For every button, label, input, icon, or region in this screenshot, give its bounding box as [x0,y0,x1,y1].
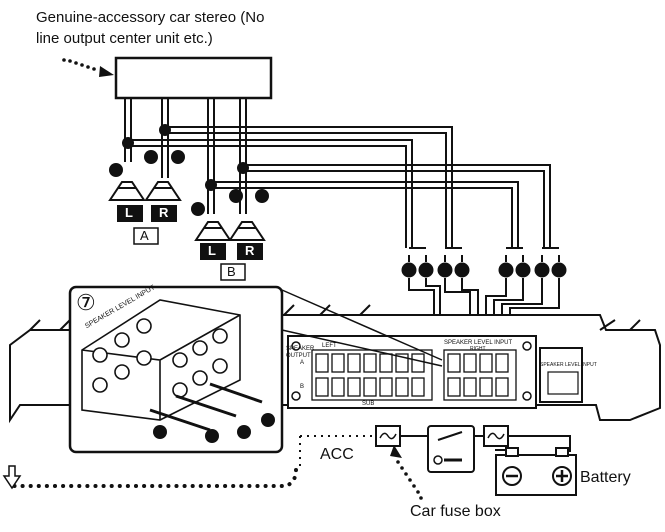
fuse-line [375,425,571,473]
sub-label: SUB [362,401,375,407]
acc-arrow [2,465,22,490]
amp-screw-3 [522,341,532,351]
channel-a-label: A [300,360,305,366]
badge-a-right: R [159,205,169,220]
fuse-box-pointer [390,445,423,500]
speaker-wires [124,98,551,248]
fuse-box-label: Car fuse box [410,503,501,520]
amp-side-connector [547,371,579,395]
battery-terminals [502,466,572,486]
side-input-label: SPEAKER LEVEL INPUT [540,362,597,368]
badge-b-left: L [208,243,216,258]
speaker-a-left [108,181,146,201]
inset-panel [68,285,284,454]
speaker-a-right [144,181,182,201]
amp-screw-1 [291,341,301,351]
wire-junctions [122,124,249,191]
inset-step-number: ⑦ [76,290,96,315]
speaker-b-left [194,221,232,241]
channel-b-label: B [300,384,305,390]
acc-line [8,435,376,488]
battery-ground [495,449,507,455]
amp-terminal-left [311,349,433,401]
group-b-label: B [227,264,236,279]
speaker-polarity-marks [109,150,269,216]
speaker-level-input-label: SPEAKER LEVEL INPUT [444,340,513,346]
acc-label: ACC [320,446,354,463]
badge-a-left: L [125,205,133,220]
group-a-label: A [140,228,149,243]
left-channel-label: LEFT [322,343,337,349]
amp-terminal-right [443,349,517,401]
caption-rest: (No [240,9,265,26]
caption-bold: Genuine-accessory car stereo [36,9,237,26]
caption-line-1: Genuine-accessory car stereo (No [36,9,264,26]
car-stereo-box [114,56,273,100]
speaker-b-right [228,221,266,241]
amp-screw-2 [291,391,301,401]
caption-line-2: line output center unit etc.) [36,30,213,47]
badge-b-right: R [245,243,255,258]
battery-label: Battery [580,469,631,486]
input-plug-marks [401,262,567,278]
head-unit-pointer [62,58,114,77]
amp-screw-4 [522,391,532,401]
right-channel-label: RIGHT [470,346,486,352]
inset-callout [281,289,443,367]
speaker-badges [117,205,263,281]
